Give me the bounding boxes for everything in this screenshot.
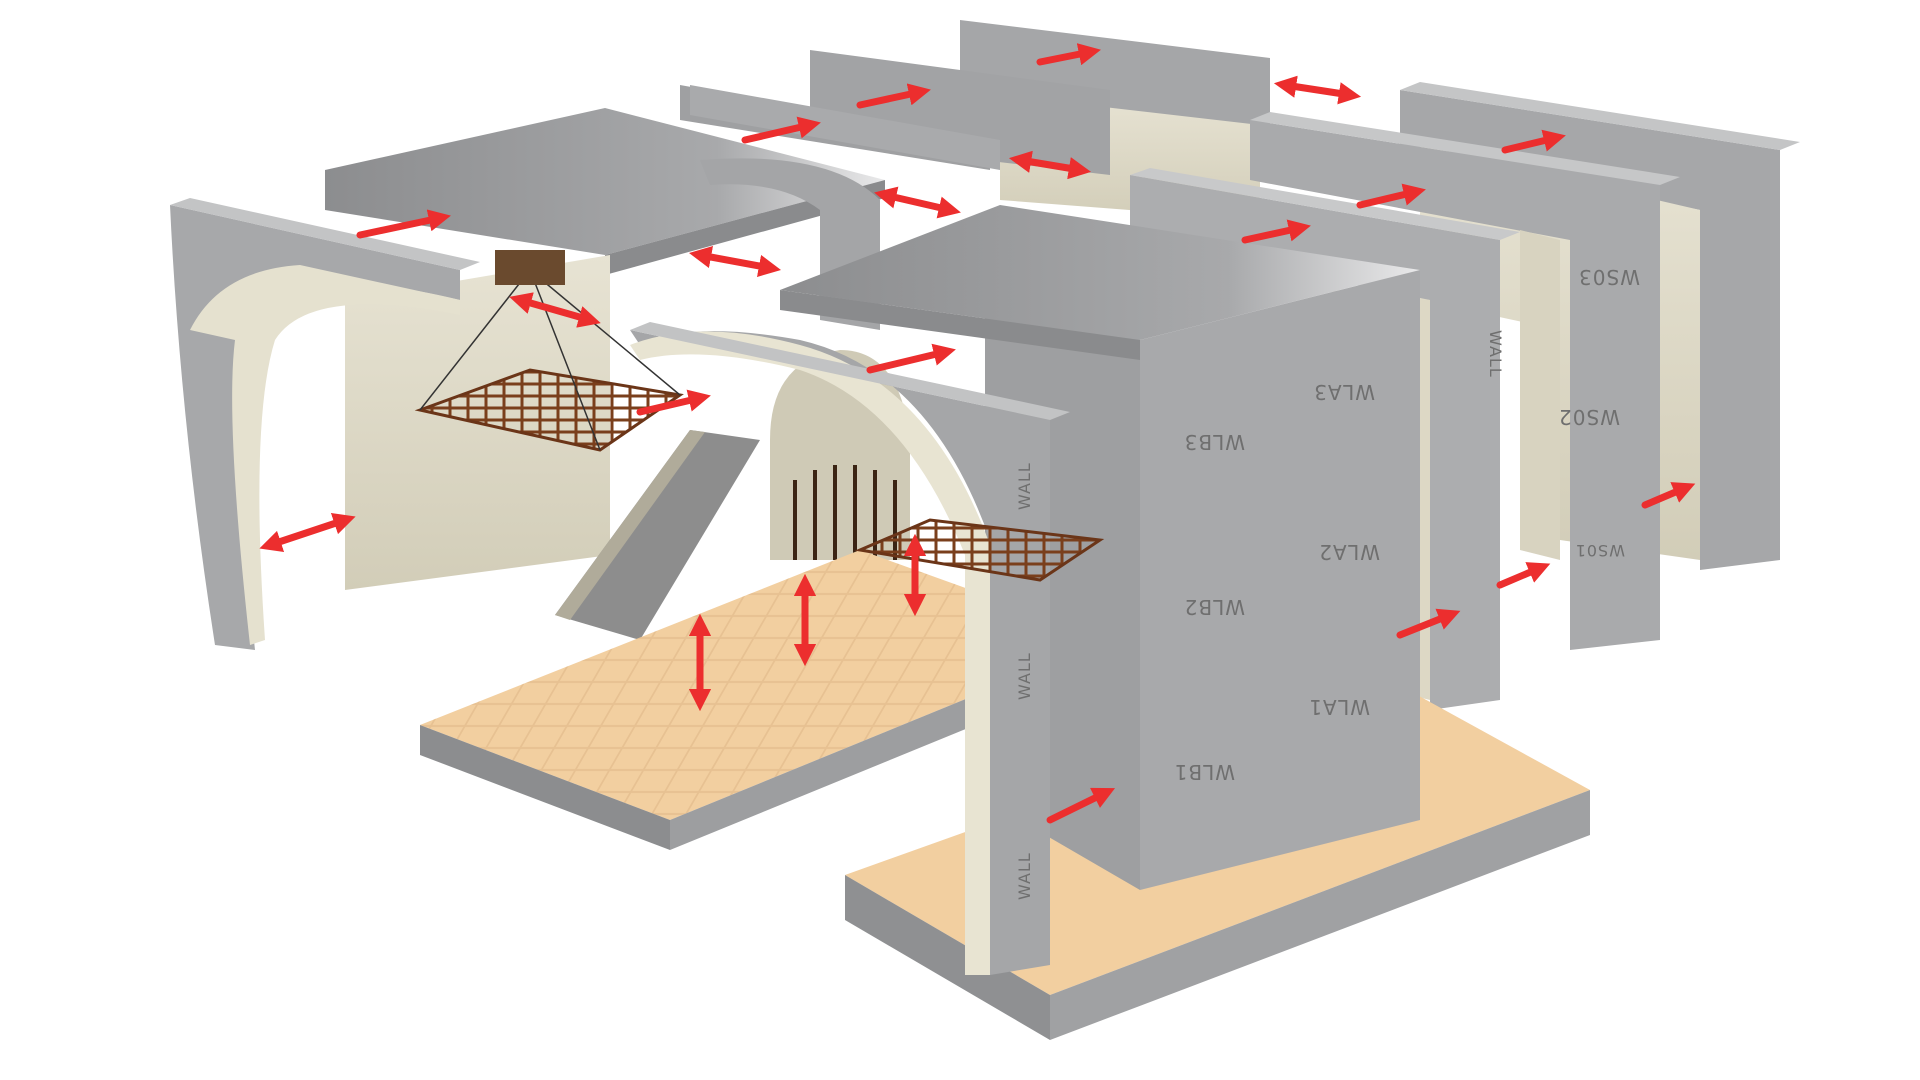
arrow [1046, 787, 1116, 824]
ws03-label: WS03 [1578, 265, 1640, 289]
arch-face-label: WALL [1015, 462, 1034, 510]
arrow [259, 512, 356, 553]
arrow [688, 246, 782, 277]
arrow [1396, 608, 1461, 639]
arrow [1273, 75, 1362, 105]
wlb1-label: WLB1 [1174, 760, 1235, 784]
arrow [509, 292, 601, 328]
roof-slab-left [325, 108, 885, 255]
roof-slab-front [780, 205, 1420, 340]
arrow [1241, 219, 1311, 244]
arrow [866, 343, 956, 374]
arrow [1356, 183, 1426, 209]
arrow [1501, 129, 1566, 154]
ws-panel-2 [1250, 112, 1680, 650]
arrow [1036, 43, 1101, 66]
arrow [741, 116, 821, 144]
arrow [356, 209, 451, 239]
arch-face-label: WALL [1015, 652, 1034, 700]
wlb2-label: WLB2 [1184, 595, 1245, 619]
arch-face-label: WALL [1486, 330, 1505, 378]
ws01-label: WS01 [1575, 541, 1625, 560]
arch-frame-front [630, 330, 1050, 975]
main-wall-block-side [1140, 270, 1420, 890]
arrow [1641, 482, 1696, 509]
arrow [874, 186, 961, 219]
front-block-labels: WLB3 WLB2 WLB1 WLA3 WLA2 WLA1 WALL WALL … [1015, 330, 1505, 900]
winch-machine [495, 250, 565, 285]
arrow [636, 389, 711, 416]
wla2-label: WLA2 [1318, 540, 1380, 564]
arrow [1496, 562, 1551, 589]
staircase [555, 430, 760, 640]
ws02-label: WS02 [1558, 405, 1620, 429]
front-tunnel-group [630, 205, 1590, 1040]
arrow [1008, 150, 1092, 180]
wla1-label: WLA1 [1308, 695, 1370, 719]
displacement-arrows [259, 43, 1696, 824]
arch-face-label: WALL [1015, 852, 1034, 900]
arrow [856, 83, 931, 109]
wla3-label: WLA3 [1313, 380, 1375, 404]
wlb3-label: WLB3 [1184, 430, 1245, 454]
